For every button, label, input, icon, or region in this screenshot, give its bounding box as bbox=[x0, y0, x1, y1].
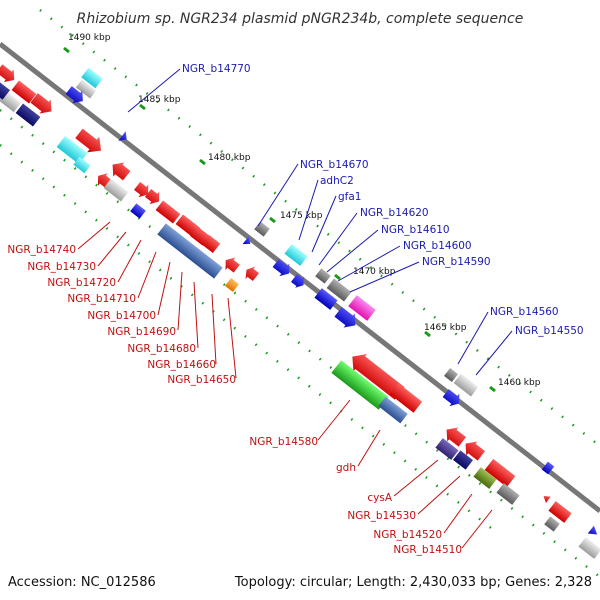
tick-label-1485: 1485 kbp bbox=[138, 95, 181, 105]
gene-label: NGR_b14560 bbox=[490, 306, 559, 318]
gene-label: NGR_b14680 bbox=[127, 343, 196, 355]
gene-label: NGR_b14550 bbox=[515, 325, 584, 337]
gene-label: cysA bbox=[367, 492, 392, 504]
accession-text: Accession: NC_012586 bbox=[8, 575, 156, 590]
gene-label: NGR_b14740 bbox=[7, 244, 76, 256]
gene-label: NGR_b14770 bbox=[182, 63, 251, 75]
gene-features bbox=[0, 64, 600, 559]
genome-summary-text: Topology: circular; Length: 2,430,033 bp… bbox=[234, 575, 592, 590]
gene-label: NGR_b14580 bbox=[249, 436, 318, 448]
gene-label: NGR_b14590 bbox=[422, 256, 491, 268]
gene-label: gfa1 bbox=[338, 191, 361, 203]
gene-label: adhC2 bbox=[320, 175, 354, 187]
gene-label: NGR_b14710 bbox=[67, 293, 136, 305]
gene-label: NGR_b14690 bbox=[107, 326, 176, 338]
inner-reverse-track bbox=[0, 109, 600, 578]
gene-label: NGR_b14600 bbox=[403, 240, 472, 252]
gene-label: NGR_b14610 bbox=[381, 224, 450, 236]
outer-reverse-track bbox=[0, 144, 501, 536]
gene-label: NGR_b14650 bbox=[167, 374, 236, 386]
gene-label: NGR_b14730 bbox=[27, 261, 96, 273]
tick-marks bbox=[63, 46, 496, 393]
gene-label: gdh bbox=[336, 462, 356, 474]
map-title: Rhizobium sp. NGR234 plasmid pNGR234b, c… bbox=[77, 11, 524, 27]
gene-label: NGR_b14660 bbox=[147, 359, 216, 371]
forward-leader-lines bbox=[127, 68, 513, 376]
tick-label-1470: 1470 kbp bbox=[353, 267, 396, 277]
tick-label-1475: 1475 kbp bbox=[280, 211, 323, 221]
tick-label-1460: 1460 kbp bbox=[498, 378, 541, 388]
gene-label: NGR_b14520 bbox=[373, 529, 442, 541]
gene-label: NGR_b14510 bbox=[393, 544, 462, 556]
tick-label-1465: 1465 kbp bbox=[424, 323, 467, 333]
gene-label: NGR_b14670 bbox=[300, 159, 369, 171]
gene-label: NGR_b14620 bbox=[360, 207, 429, 219]
tick-label-1490: 1490 kbp bbox=[68, 33, 111, 43]
gene-label: NGR_b14530 bbox=[347, 510, 416, 522]
gene-label: NGR_b14700 bbox=[87, 310, 156, 322]
reverse-leader-lines bbox=[77, 221, 493, 549]
gene-label: NGR_b14720 bbox=[47, 277, 116, 289]
tick-label-1480: 1480 kbp bbox=[208, 153, 251, 163]
